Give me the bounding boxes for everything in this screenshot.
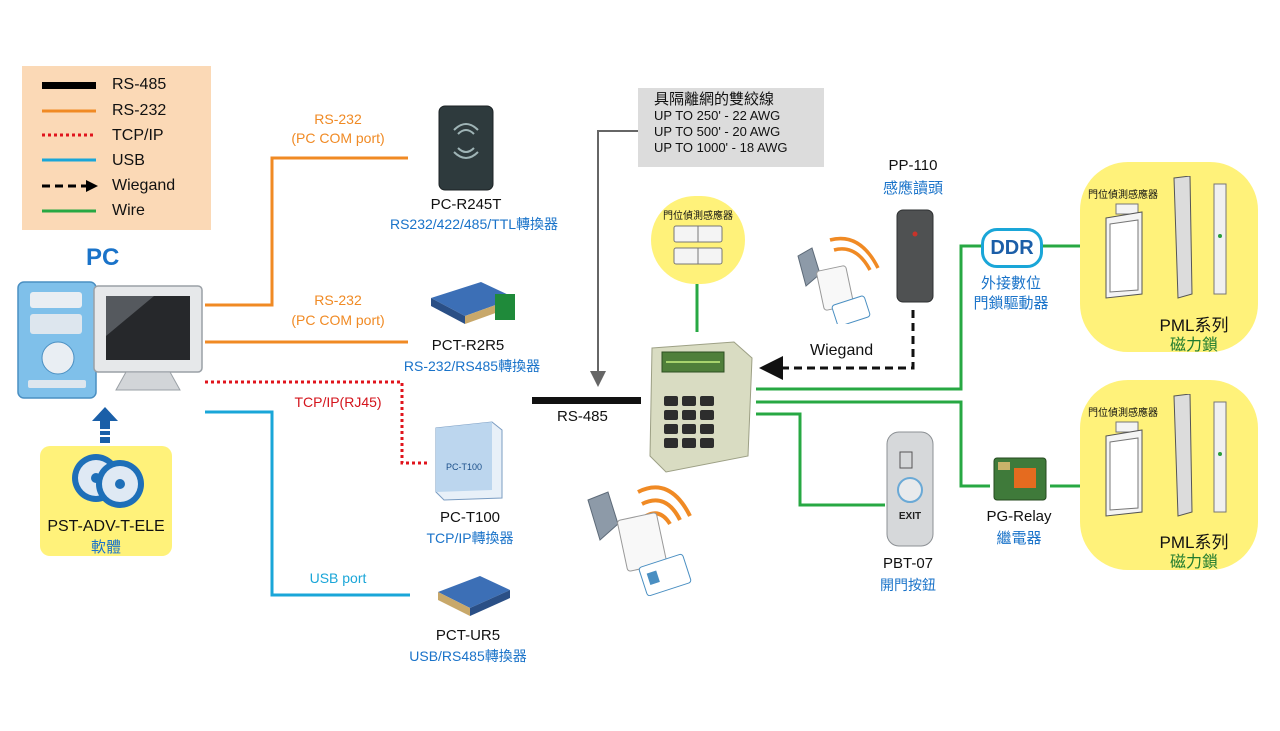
rs232-b-label: RS-232 — [314, 292, 362, 308]
cd-icon — [72, 454, 144, 508]
rs232-line-a — [205, 156, 408, 307]
ddr-box: DDR — [981, 228, 1043, 268]
legend-label-usb: USB — [112, 152, 145, 169]
legend-label-wiegand: Wiegand — [112, 177, 176, 194]
legend: RS-485 RS-232 TCP/IP USB Wiegand Wire — [22, 66, 211, 230]
pbt07-exit-text: EXIT — [898, 511, 922, 522]
pbt07-desc: 開門按鈕 — [880, 577, 936, 593]
cable-note-line: UP TO 500' - 20 AWG — [654, 124, 781, 139]
pct-ur5-desc: USB/RS485轉換器 — [409, 648, 527, 664]
pbt07-name: PBT-07 — [882, 555, 934, 572]
pml-top-sensor-label: 門位偵測感應器 — [1088, 190, 1158, 201]
pct-ur5-device — [438, 576, 510, 616]
pbt07-device — [886, 431, 934, 547]
pc-illustration — [17, 281, 203, 399]
pc-t100-desc: TCP/IP轉換器 — [426, 530, 514, 546]
pg-relay-name: PG-Relay — [986, 508, 1052, 525]
legend-swatch-rs485 — [42, 82, 96, 89]
ddr-desc2: 門鎖驅動器 — [973, 295, 1049, 312]
rs232-b-sublabel: (PC COM port) — [291, 312, 385, 328]
pml-top-desc: 磁力鎖 — [1169, 337, 1219, 354]
relay-wire — [756, 400, 990, 488]
pg-relay-desc: 繼電器 — [996, 530, 1042, 547]
pct-ur5-name: PCT-UR5 — [435, 627, 501, 644]
usb-line — [205, 410, 410, 597]
pc-r245t-desc: RS232/422/485/TTL轉換器 — [389, 216, 559, 232]
pg-relay-device — [993, 457, 1047, 501]
door-sensor-icon — [673, 225, 723, 265]
access-controller-device — [649, 341, 753, 473]
rs485-label: RS-485 — [557, 408, 608, 425]
tcpip-label: TCP/IP(RJ45) — [294, 394, 382, 410]
usb-label: USB port — [309, 570, 367, 586]
pp110-desc: 感應讀頭 — [882, 180, 944, 197]
cable-note-title: 具隔離網的雙絞線 — [654, 91, 775, 108]
rs485-bar — [532, 397, 641, 404]
ddr-desc1: 外接數位 — [980, 275, 1042, 292]
pct-r2r5-desc: RS-232/RS485轉換器 — [403, 358, 541, 374]
rs232-a-label: RS-232 — [314, 111, 362, 127]
rs232-a-sublabel: (PC COM port) — [291, 130, 385, 146]
pc-r245t-device — [438, 105, 494, 191]
legend-label-tcpip: TCP/IP — [112, 127, 164, 144]
pp110-device — [896, 209, 934, 303]
software-sub: 軟體 — [90, 539, 122, 556]
pp110-name: PP-110 — [888, 157, 938, 174]
pml-bottom-desc: 磁力鎖 — [1169, 554, 1219, 571]
pml-bottom-sensor-label: 門位偵測感應器 — [1088, 408, 1158, 419]
door-sensor-label: 門位偵測感應器 — [663, 211, 733, 222]
wiegand-line — [759, 310, 915, 380]
legend-label-rs232: RS-232 — [112, 102, 167, 119]
legend-swatches — [42, 82, 98, 213]
cable-note-line: UP TO 1000' - 18 AWG — [654, 140, 788, 155]
exit-wire — [756, 412, 885, 507]
wiegand-label: Wiegand — [810, 342, 874, 359]
pc-r245t-name: PC-R245T — [430, 196, 502, 213]
ddr-wire — [756, 244, 981, 391]
upload-arrow-icon — [92, 407, 118, 443]
pc-t100-device: PC-T100 — [435, 421, 503, 501]
pct-r2r5-device — [431, 282, 515, 324]
cable-note: 具隔離網的雙絞線 UP TO 250' - 22 AWG UP TO 500' … — [638, 88, 824, 167]
software-name: PST-ADV-T-ELE — [47, 518, 165, 535]
pct-r2r5-name: PCT-R2R5 — [431, 337, 505, 354]
note-arrow — [590, 130, 638, 387]
pc-t100-name: PC-T100 — [439, 509, 501, 526]
svg-text:PC-T100: PC-T100 — [446, 462, 482, 472]
legend-label-rs485: RS-485 — [112, 76, 167, 93]
pml-bottom-illustration — [1105, 394, 1227, 517]
rfid-cards-icon — [587, 485, 692, 596]
pml-top-name: PML系列 — [1159, 316, 1229, 335]
legend-label-wire: Wire — [112, 202, 145, 219]
cable-note-line: UP TO 250' - 22 AWG — [654, 108, 781, 123]
tcpip-line — [205, 380, 430, 465]
pml-top-illustration — [1105, 176, 1227, 299]
pc-label: PC — [86, 244, 120, 271]
pml-bottom-name: PML系列 — [1159, 533, 1229, 552]
legend-swatch-wiegand-arrow — [86, 180, 98, 192]
pp110-cards-icon — [797, 236, 880, 324]
